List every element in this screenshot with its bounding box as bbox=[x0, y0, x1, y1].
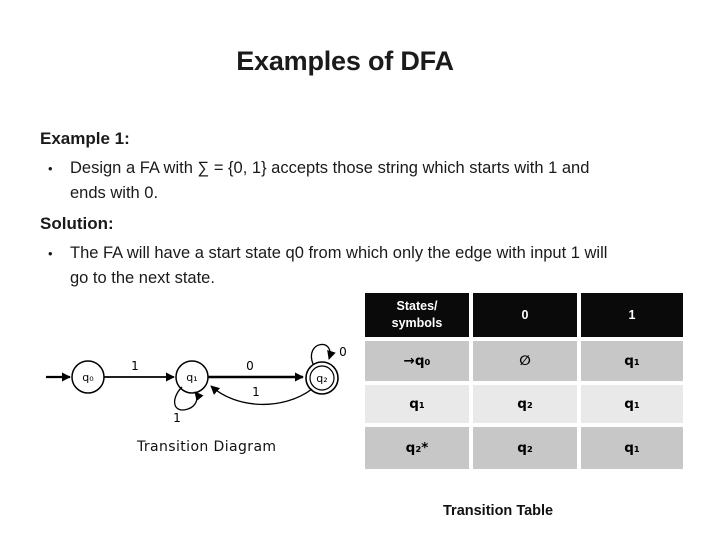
table-header-line: States/ bbox=[396, 299, 438, 314]
state-q2-inner bbox=[309, 365, 335, 391]
state-q0-label: q₀ bbox=[82, 371, 94, 384]
bullet-icon: • bbox=[48, 246, 53, 261]
table-header-states-symbols: States/ symbols bbox=[365, 293, 469, 337]
state-q2-label: q₂ bbox=[316, 372, 327, 385]
edge-q1-self bbox=[174, 386, 204, 411]
bullet-text-line: go to the next state. bbox=[70, 269, 215, 287]
table-caption: Transition Table bbox=[443, 503, 554, 519]
bullet-item: • The FA will have a start state q0 from… bbox=[40, 241, 665, 291]
table-header-1: 1 bbox=[581, 293, 683, 337]
bullet-text-line: The FA will have a start state q0 from w… bbox=[70, 244, 608, 262]
example-heading: Example 1: bbox=[40, 129, 130, 148]
transition-diagram: q₀ 1 q₁ 1 0 q₂ 0 1 bbox=[46, 343, 347, 425]
bullet-text: The FA will have a start state q0 from w… bbox=[70, 241, 665, 291]
bullet-item: • Design a FA with ∑ = {0, 1} accepts th… bbox=[40, 156, 665, 206]
edge-q2-self-label: 0 bbox=[339, 345, 347, 359]
slide-title: Examples of DFA bbox=[236, 46, 454, 76]
table-cell-q0-on0: ∅ bbox=[473, 341, 577, 381]
table-cell-q2-on0: q₂ bbox=[473, 427, 577, 469]
edge-q2-self bbox=[310, 343, 336, 365]
edge-q0-q1-label: 1 bbox=[131, 359, 139, 373]
bullet-text-line: ends with 0. bbox=[70, 184, 159, 202]
table-cell-q2-state: q₂* bbox=[365, 427, 469, 469]
table-cell-q1-state: q₁ bbox=[365, 385, 469, 423]
state-q2-outer bbox=[305, 361, 339, 395]
transition-table: States/ symbols 0 1 →q₀ ∅ q₁ q₁ q₂ q₁ q₂… bbox=[365, 293, 683, 469]
table-cell-q2-on1: q₁ bbox=[581, 427, 683, 469]
edge-q1-q2-label: 0 bbox=[246, 359, 254, 373]
solution-heading: Solution: bbox=[40, 214, 114, 233]
slide-body: Example 1: • Design a FA with ∑ = {0, 1}… bbox=[40, 126, 665, 296]
diagram-caption: Transition Diagram bbox=[137, 439, 277, 455]
edge-q1-self-label: 1 bbox=[173, 411, 181, 425]
table-cell-q1-on1: q₁ bbox=[581, 385, 683, 423]
table-cell-q0-state: →q₀ bbox=[365, 341, 469, 381]
bullet-icon: • bbox=[48, 161, 53, 176]
bullet-text: Design a FA with ∑ = {0, 1} accepts thos… bbox=[70, 156, 665, 206]
table-cell-q0-on1: q₁ bbox=[581, 341, 683, 381]
table-header-0: 0 bbox=[473, 293, 577, 337]
table-header-line: symbols bbox=[391, 316, 443, 330]
table-cell-q1-on0: q₂ bbox=[473, 385, 577, 423]
bullet-text-line: Design a FA with ∑ = {0, 1} accepts thos… bbox=[70, 159, 590, 177]
state-q1-label: q₁ bbox=[186, 371, 197, 384]
edge-q2-q1 bbox=[210, 385, 313, 406]
edge-q2-q1-label: 1 bbox=[252, 385, 260, 399]
